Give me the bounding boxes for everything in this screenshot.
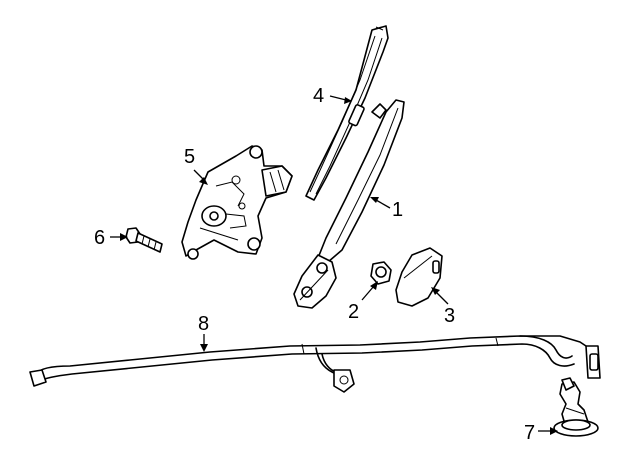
washer-hose bbox=[29, 335, 601, 393]
callout-6: 6 bbox=[94, 227, 128, 249]
svg-text:5: 5 bbox=[184, 146, 195, 168]
washer-nozzle bbox=[553, 377, 599, 437]
svg-text:2: 2 bbox=[348, 301, 359, 323]
svg-text:7: 7 bbox=[524, 422, 535, 444]
callout-8: 8 bbox=[198, 313, 209, 352]
callout-3: 3 bbox=[431, 287, 455, 327]
svg-text:3: 3 bbox=[444, 305, 455, 327]
bolt bbox=[125, 227, 163, 253]
callout-4: 4 bbox=[313, 85, 352, 107]
cover-cap bbox=[395, 247, 443, 307]
wiper-blade bbox=[305, 25, 389, 201]
svg-text:1: 1 bbox=[392, 199, 403, 221]
wiper-arm bbox=[293, 99, 405, 309]
callout-1: 1 bbox=[370, 197, 403, 221]
svg-text:4: 4 bbox=[313, 85, 324, 107]
callout-5: 5 bbox=[184, 146, 208, 185]
nut bbox=[370, 261, 392, 285]
svg-text:6: 6 bbox=[94, 227, 105, 249]
callout-7: 7 bbox=[524, 422, 558, 444]
wiper-motor bbox=[181, 145, 293, 260]
svg-text:8: 8 bbox=[198, 313, 209, 335]
callout-2: 2 bbox=[348, 281, 378, 323]
